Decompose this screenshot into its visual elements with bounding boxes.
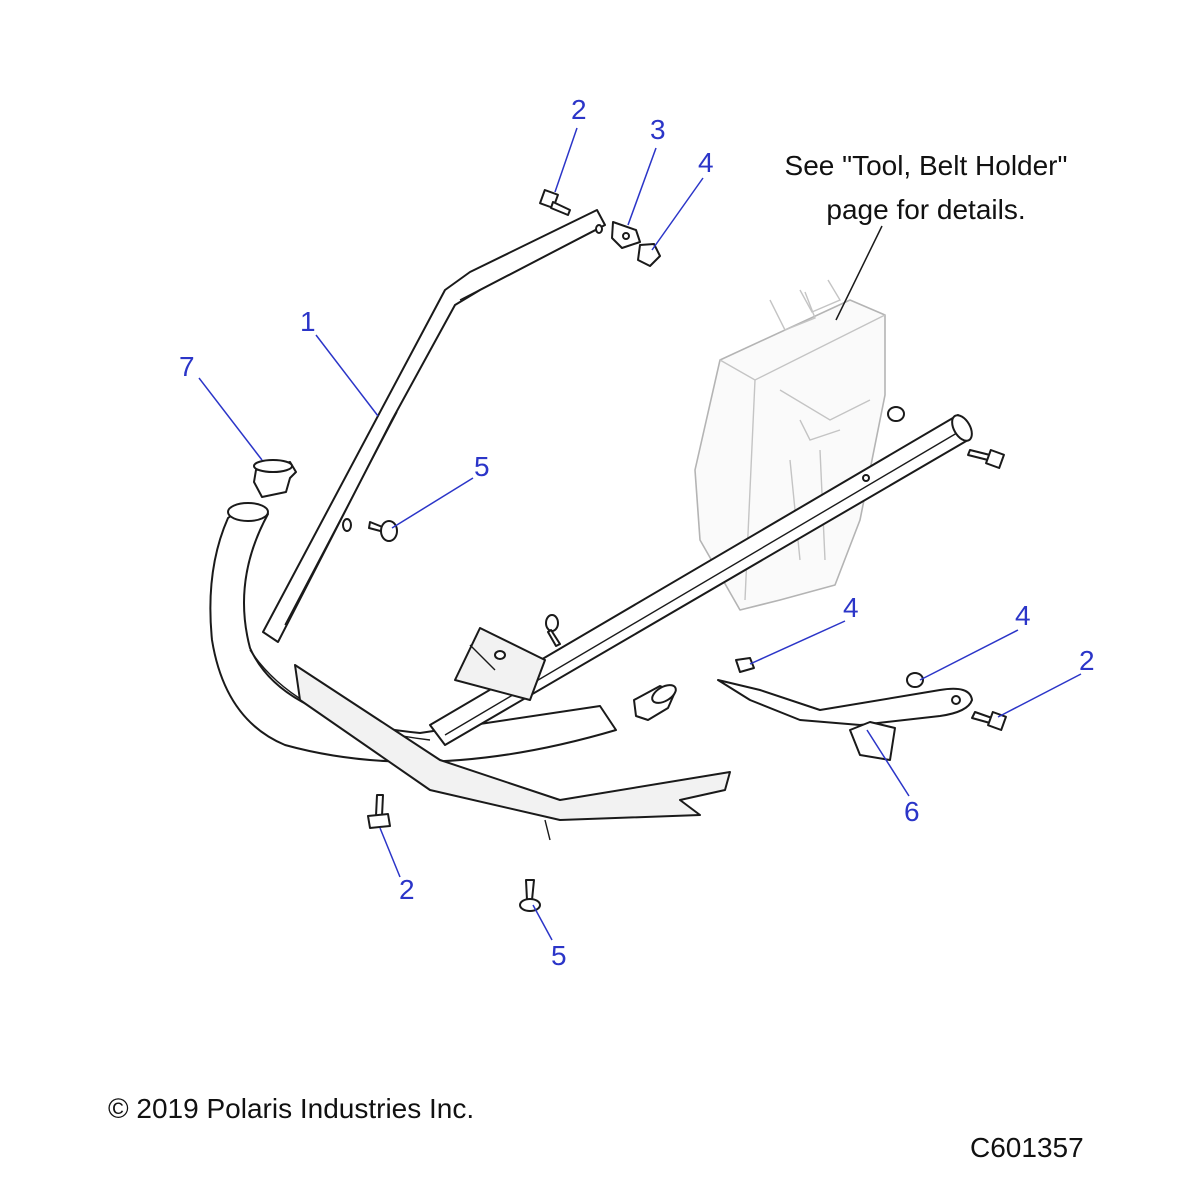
- callout-4-right: 4: [1015, 600, 1031, 631]
- callout-2-top: 2: [571, 94, 587, 125]
- washer-plate-3: [611, 221, 641, 249]
- bolt-2-rail: [967, 449, 1005, 469]
- callout-5-bottom: 5: [551, 940, 567, 971]
- copyright-text: © 2019 Polaris Industries Inc.: [108, 1093, 475, 1124]
- drawing-code: C601357: [970, 1132, 1084, 1163]
- callout-6: 6: [904, 796, 920, 827]
- nut-4-right: [906, 672, 924, 688]
- callout-5-mid: 5: [474, 451, 490, 482]
- bolt-2-bottom: [367, 794, 391, 829]
- bolt-2-right: [971, 711, 1007, 731]
- rivet-5-mid: [368, 520, 398, 542]
- frame-upper-arm: [262, 209, 606, 643]
- rivet-5-plate: [545, 614, 561, 647]
- callout-2-bottom: 2: [399, 874, 415, 905]
- leader-lines: [198, 127, 1082, 941]
- nut-4-rail: [887, 406, 905, 422]
- reference-note-line-1: See "Tool, Belt Holder": [784, 150, 1068, 181]
- end-cap-plug: [253, 459, 297, 498]
- frame-right-rail: [429, 414, 973, 746]
- callout-7: 7: [179, 351, 195, 382]
- skid-plate: [294, 627, 731, 841]
- callout-3: 3: [650, 114, 666, 145]
- bolt-2-top: [539, 189, 571, 216]
- end-cap-plug-rail: [633, 684, 677, 721]
- callout-1: 1: [300, 306, 316, 337]
- callout-4-top: 4: [698, 147, 714, 178]
- bracket-right: [717, 679, 973, 761]
- frame-bumper-hoop: [209, 502, 617, 763]
- nut-4-mid: [735, 657, 755, 673]
- rivet-5-bottom: [519, 879, 541, 912]
- callout-2-right: 2: [1079, 645, 1095, 676]
- reference-note: See "Tool, Belt Holder" page for details…: [740, 144, 1112, 232]
- callout-4-mid: 4: [843, 592, 859, 623]
- reference-note-line-2: page for details.: [826, 194, 1026, 225]
- nut-4-top: [637, 243, 661, 267]
